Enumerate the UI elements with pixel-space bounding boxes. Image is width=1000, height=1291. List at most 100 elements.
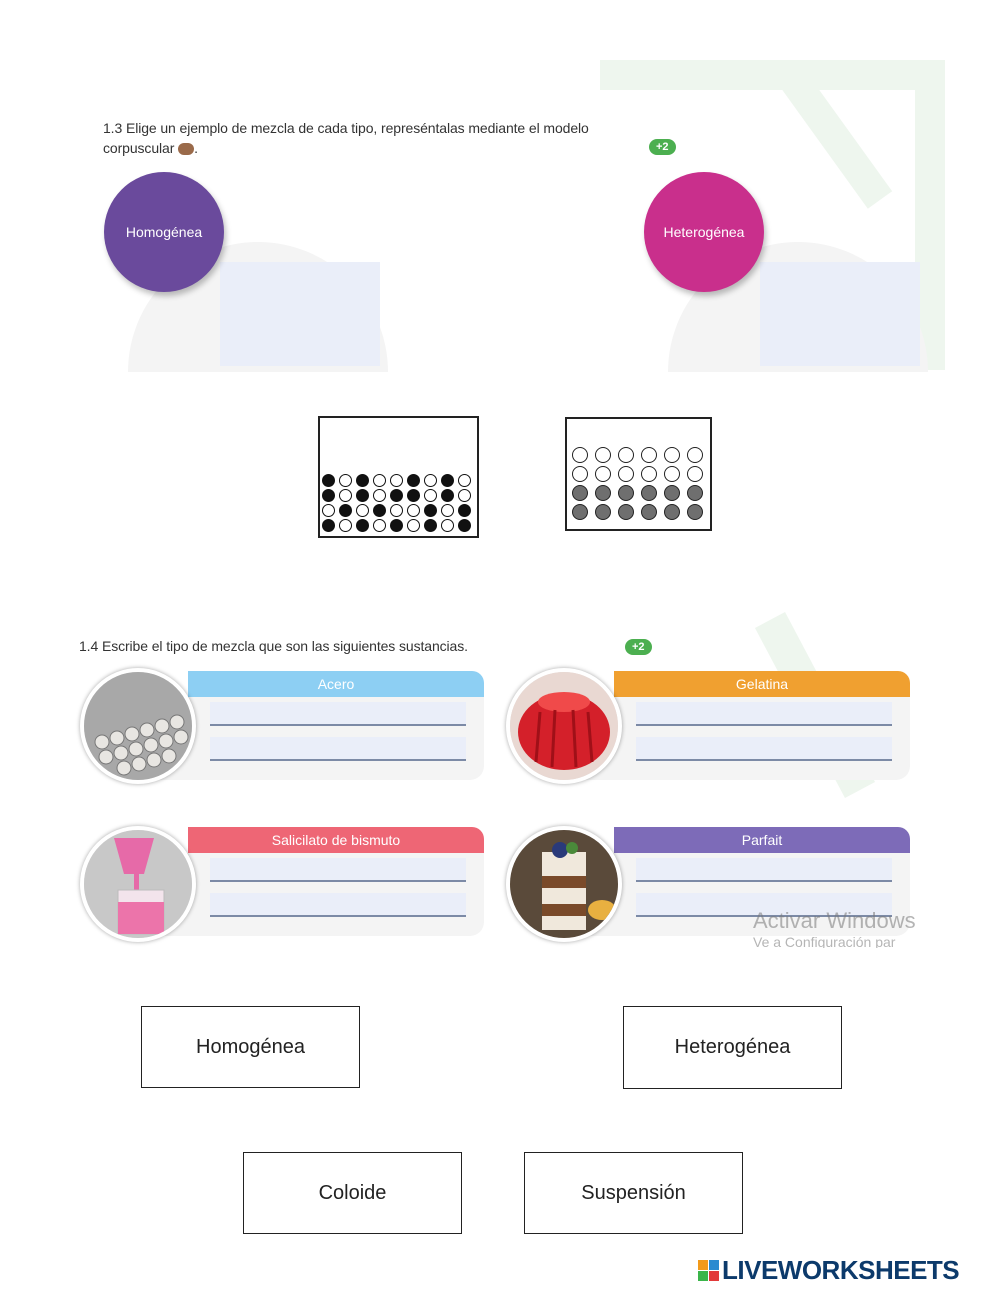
answer-input-salicilato-2[interactable]: [210, 893, 466, 917]
answer-input-gelatina-2[interactable]: [636, 737, 892, 761]
dense-particle: [618, 485, 634, 501]
card-header-parfait: Parfait: [614, 827, 910, 853]
dense-particle: [687, 485, 703, 501]
solvent-particle: [441, 504, 454, 517]
solute-particle: [373, 504, 386, 517]
word-coloide[interactable]: Coloide: [243, 1152, 462, 1234]
jelly-photo: [506, 668, 622, 784]
pink-medicine-photo: [80, 826, 196, 942]
solute-particle: [407, 474, 420, 487]
parfait-icon: [510, 830, 618, 938]
answer-input-salicilato-1[interactable]: [210, 858, 466, 882]
solute-particle: [458, 519, 471, 532]
answer-input-gelatina-1[interactable]: [636, 702, 892, 726]
solvent-particle: [390, 474, 403, 487]
heterogeneous-particle-model: [565, 417, 712, 531]
light-particle: [664, 447, 680, 463]
answer-input-acero-1[interactable]: [210, 702, 466, 726]
heterogeneous-circle: Heterogénea: [644, 172, 764, 292]
light-particle: [618, 447, 634, 463]
solvent-particle: [339, 519, 352, 532]
solvent-particle: [424, 474, 437, 487]
dense-particle: [664, 504, 680, 520]
steel-rods-icon: [84, 672, 192, 780]
dense-particle: [664, 485, 680, 501]
dense-particle: [595, 485, 611, 501]
solute-particle: [356, 474, 369, 487]
solute-particle: [356, 489, 369, 502]
solute-particle: [322, 489, 335, 502]
points-badge: +2: [649, 139, 676, 155]
light-particle: [687, 466, 703, 482]
hand-icon: [178, 143, 195, 156]
mixed-particles: [322, 474, 472, 532]
solute-particle: [322, 474, 335, 487]
solute-particle: [339, 504, 352, 517]
solvent-particle: [373, 519, 386, 532]
dense-particle: [641, 504, 657, 520]
homogeneous-drop-zone[interactable]: [220, 262, 380, 366]
light-particle: [595, 466, 611, 482]
light-particle: [641, 447, 657, 463]
question-1-4-title: 1.4 Escribe el tipo de mezcla que son la…: [79, 638, 468, 654]
card-header-acero: Acero: [188, 671, 484, 697]
solute-particle: [424, 504, 437, 517]
dense-particle: [641, 485, 657, 501]
solute-particle: [458, 504, 471, 517]
light-particle: [687, 447, 703, 463]
steel-rods-photo: [80, 668, 196, 784]
light-particle: [572, 466, 588, 482]
light-particle: [595, 447, 611, 463]
dense-particle: [572, 504, 588, 520]
solute-particle: [356, 519, 369, 532]
dense-particle: [618, 504, 634, 520]
answer-input-acero-2[interactable]: [210, 737, 466, 761]
parfait-photo: [506, 826, 622, 942]
heterogeneous-drop-zone[interactable]: [760, 262, 920, 366]
word-suspension[interactable]: Suspensión: [524, 1152, 743, 1234]
solvent-particle: [407, 504, 420, 517]
solvent-particle: [424, 489, 437, 502]
solvent-particle: [356, 504, 369, 517]
answer-input-parfait-2[interactable]: [636, 893, 892, 917]
solute-particle: [424, 519, 437, 532]
homogeneous-particle-model: [318, 416, 479, 538]
question-1-3-title: 1.3 Elige un ejemplo de mezcla de cada t…: [103, 120, 589, 156]
solvent-particle: [441, 519, 454, 532]
jelly-icon: [510, 672, 618, 780]
dense-particle: [595, 504, 611, 520]
light-particle: [618, 466, 634, 482]
card-header-salicilato: Salicilato de bismuto: [188, 827, 484, 853]
solute-particle: [441, 474, 454, 487]
light-particle: [572, 447, 588, 463]
solvent-particle: [339, 474, 352, 487]
pink-medicine-icon: [84, 830, 192, 938]
solute-particle: [407, 489, 420, 502]
solvent-particle: [458, 474, 471, 487]
solvent-particle: [322, 504, 335, 517]
solute-particle: [322, 519, 335, 532]
dense-particle: [572, 485, 588, 501]
solvent-particle: [373, 474, 386, 487]
windows-activation-watermark: Activar Windows Ve a Configuración par: [753, 908, 916, 948]
points-badge: +2: [625, 639, 652, 655]
dense-particle: [687, 504, 703, 520]
word-heterogenea[interactable]: Heterogénea: [623, 1006, 842, 1089]
solute-particle: [390, 489, 403, 502]
solute-particle: [441, 489, 454, 502]
layered-particles: [572, 447, 704, 520]
solvent-particle: [407, 519, 420, 532]
solute-particle: [390, 519, 403, 532]
solvent-particle: [458, 489, 471, 502]
card-header-gelatina: Gelatina: [614, 671, 910, 697]
solvent-particle: [390, 504, 403, 517]
answer-input-parfait-1[interactable]: [636, 858, 892, 882]
light-particle: [664, 466, 680, 482]
light-particle: [641, 466, 657, 482]
liveworksheets-logo: LIVEWORKSHEETS: [698, 1255, 960, 1286]
solvent-particle: [373, 489, 386, 502]
blocks-icon: [698, 1260, 719, 1281]
word-homogenea[interactable]: Homogénea: [141, 1006, 360, 1088]
homogeneous-circle: Homogénea: [104, 172, 224, 292]
solvent-particle: [339, 489, 352, 502]
